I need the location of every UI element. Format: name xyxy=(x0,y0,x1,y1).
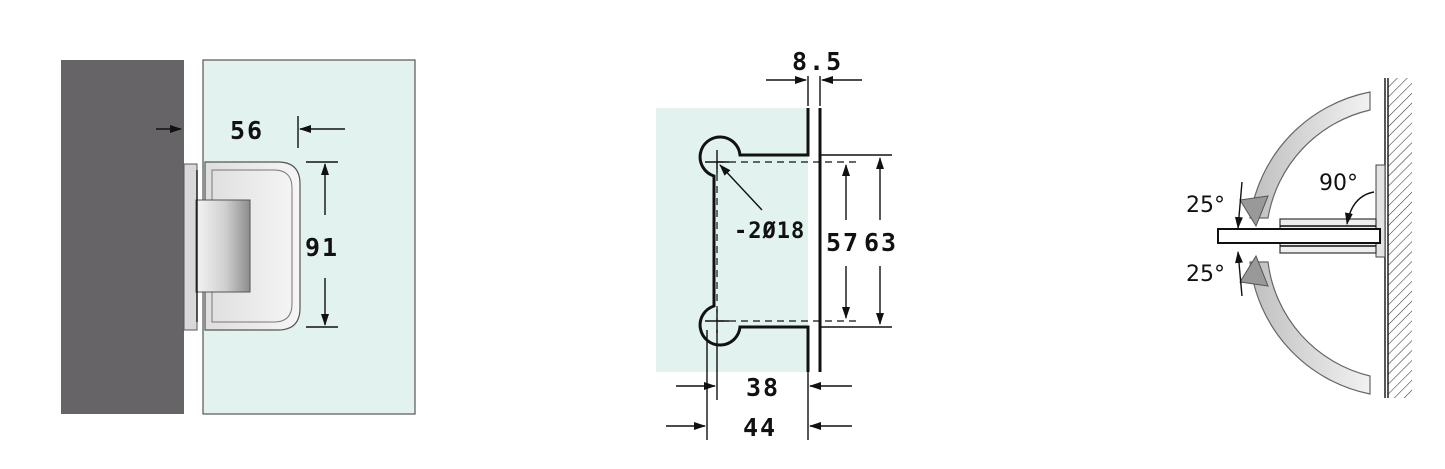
glass-clamp-inner xyxy=(211,169,293,323)
hole-diameter-label: -2Ø18 xyxy=(734,219,805,244)
angle-bottom-label: 25° xyxy=(1186,262,1225,287)
side-view: -2Ø18 8.5 57 63 38 44 xyxy=(656,47,898,442)
swing-arc xyxy=(1249,91,1371,219)
angle-top-label: 25° xyxy=(1186,193,1225,218)
thickness-8-5-label: 8.5 xyxy=(792,47,843,76)
height-91-label: 91 xyxy=(305,233,339,262)
width-38-label: 38 xyxy=(746,373,780,402)
top-view: 25° 25° 90° xyxy=(1186,78,1412,398)
hinge-profile xyxy=(698,108,810,372)
hinge-body xyxy=(195,199,251,293)
top-wall-plate xyxy=(1375,164,1386,258)
width-44-label: 44 xyxy=(743,413,777,442)
width-56-label: 56 xyxy=(230,116,264,145)
wall-hatching xyxy=(1388,78,1412,398)
height-57-label: 57 xyxy=(826,228,860,257)
top-glass xyxy=(1217,228,1381,244)
wall-plate xyxy=(183,163,198,331)
wall-panel xyxy=(61,60,184,414)
arc-arrow-bottom xyxy=(1239,254,1269,287)
swing-arc-bottom xyxy=(1249,261,1371,395)
arc-arrow-top xyxy=(1239,195,1269,228)
front-view: 56 91 xyxy=(61,59,416,415)
height-63-label: 63 xyxy=(864,228,898,257)
angle-right-label: 90° xyxy=(1319,171,1358,196)
